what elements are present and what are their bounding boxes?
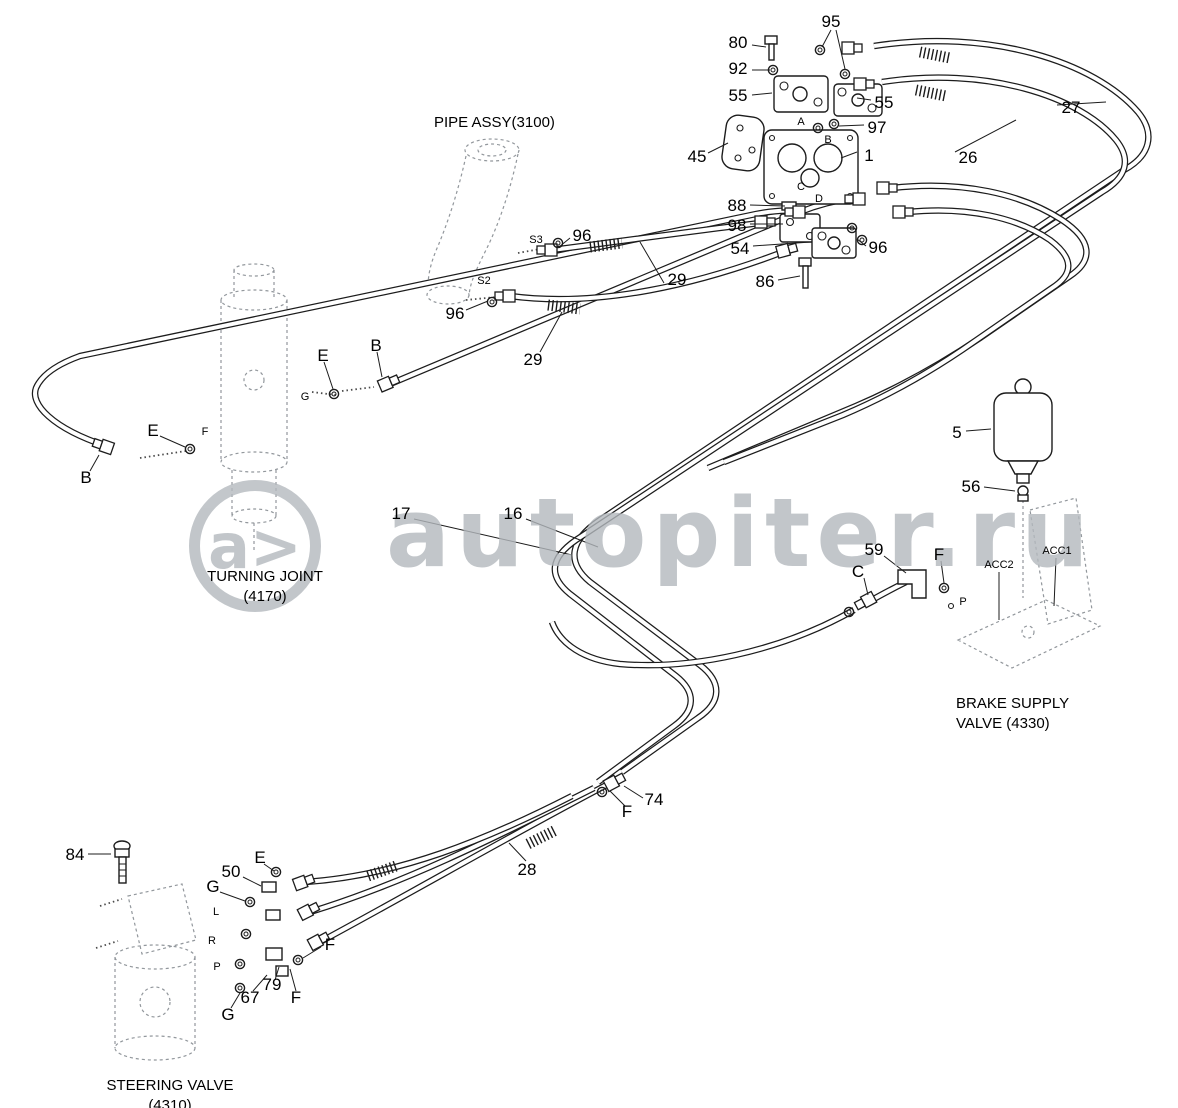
callout-G: G bbox=[221, 1005, 235, 1024]
callout-F: F bbox=[933, 545, 945, 564]
callout-55: 55 bbox=[874, 93, 894, 112]
leader-lines bbox=[88, 29, 1107, 1009]
callout-96: 96 bbox=[572, 226, 592, 245]
brake-valve-reference bbox=[956, 497, 1102, 669]
watermark-logo-glyph: a> bbox=[208, 509, 302, 583]
callout-86: 86 bbox=[755, 272, 775, 291]
callout-74: 74 bbox=[644, 790, 664, 809]
callout-92: 92 bbox=[728, 59, 748, 78]
callout-F: F bbox=[290, 988, 302, 1007]
callout-5: 5 bbox=[952, 423, 962, 442]
callout-16: 16 bbox=[503, 504, 523, 523]
callout-S2: S2 bbox=[477, 275, 491, 287]
pipe-17 bbox=[35, 211, 794, 446]
callout-E: E bbox=[254, 848, 266, 867]
elbow-59 bbox=[897, 569, 955, 610]
watermark-text: autopiter.ru bbox=[386, 479, 1095, 589]
callout-C: C bbox=[851, 562, 865, 581]
callout-B: B bbox=[80, 468, 92, 487]
pump-assembly bbox=[721, 35, 914, 289]
callout-96: 96 bbox=[445, 304, 465, 323]
callout-98: 98 bbox=[727, 216, 747, 235]
pipe-assy-title: PIPE ASSY(3100) bbox=[434, 114, 555, 131]
callout-67: 67 bbox=[240, 988, 260, 1007]
hose-wrap-marks bbox=[366, 46, 952, 882]
steering-valve-title-line2: (4310) bbox=[148, 1096, 192, 1108]
callout-79: 79 bbox=[262, 975, 282, 994]
callout-A: A bbox=[797, 116, 805, 128]
steering-valve-title-line1: STEERING VALVE bbox=[106, 1077, 234, 1094]
brake-valve-title-line1: BRAKE SUPPLY bbox=[956, 695, 1070, 712]
callout-55: 55 bbox=[728, 86, 748, 105]
callout-26: 26 bbox=[958, 148, 978, 167]
turning-joint-title: TURNING JOINT (4170) bbox=[190, 567, 340, 606]
callout-54: 54 bbox=[730, 239, 750, 258]
callout-59: 59 bbox=[864, 540, 884, 559]
callout-28: 28 bbox=[517, 860, 537, 879]
callout-17: 17 bbox=[391, 504, 411, 523]
callout-84: 84 bbox=[65, 845, 85, 864]
callout-88: 88 bbox=[727, 196, 747, 215]
callout-E: E bbox=[147, 421, 159, 440]
callout-R: R bbox=[208, 935, 216, 947]
callout-P: P bbox=[213, 961, 221, 973]
steering-valve-title: STEERING VALVE (4310) bbox=[95, 1076, 245, 1108]
callout-C: C bbox=[797, 181, 805, 193]
callout-S3: S3 bbox=[529, 234, 543, 246]
port-trails bbox=[95, 248, 541, 949]
callout-ACC1: ACC1 bbox=[1042, 545, 1072, 557]
watermark-logo: a> bbox=[189, 480, 321, 612]
accumulator bbox=[993, 378, 1053, 502]
steering-valve-reference bbox=[114, 883, 197, 1061]
callout-F: F bbox=[201, 426, 209, 438]
callout-G: G bbox=[206, 877, 220, 896]
steering-fittings bbox=[113, 840, 304, 994]
callout-B: B bbox=[370, 336, 382, 355]
callout-L: L bbox=[212, 906, 220, 918]
callout-P: P bbox=[959, 596, 967, 608]
callout-96: 96 bbox=[868, 238, 888, 257]
callout-97: 97 bbox=[867, 118, 887, 137]
callout-ACC2: ACC2 bbox=[984, 559, 1014, 571]
callout-E: E bbox=[317, 346, 329, 365]
callout-27: 27 bbox=[1061, 98, 1081, 117]
brake-valve-title-line2: VALVE (4330) bbox=[956, 714, 1050, 732]
pipe-assy-reference bbox=[426, 138, 520, 305]
callout-80: 80 bbox=[728, 33, 748, 52]
callout-F: F bbox=[324, 935, 336, 954]
callout-1: 1 bbox=[864, 146, 874, 165]
callout-45: 45 bbox=[687, 147, 707, 166]
callout-B: B bbox=[824, 134, 832, 146]
callout-29: 29 bbox=[667, 270, 687, 289]
callout-D: D bbox=[815, 193, 823, 205]
callout-56: 56 bbox=[961, 477, 981, 496]
callout-G: G bbox=[300, 391, 310, 403]
callout-50: 50 bbox=[221, 862, 241, 881]
hose-28 bbox=[320, 780, 616, 942]
callout-95: 95 bbox=[821, 12, 841, 31]
turning-joint-title-line1: TURNING JOINT bbox=[207, 568, 323, 585]
brake-valve-title: BRAKE SUPPLY VALVE (4330) bbox=[956, 694, 1069, 733]
callout-F: F bbox=[621, 802, 633, 821]
turning-joint-title-line2: (4170) bbox=[243, 587, 287, 605]
callout-29: 29 bbox=[523, 350, 543, 369]
